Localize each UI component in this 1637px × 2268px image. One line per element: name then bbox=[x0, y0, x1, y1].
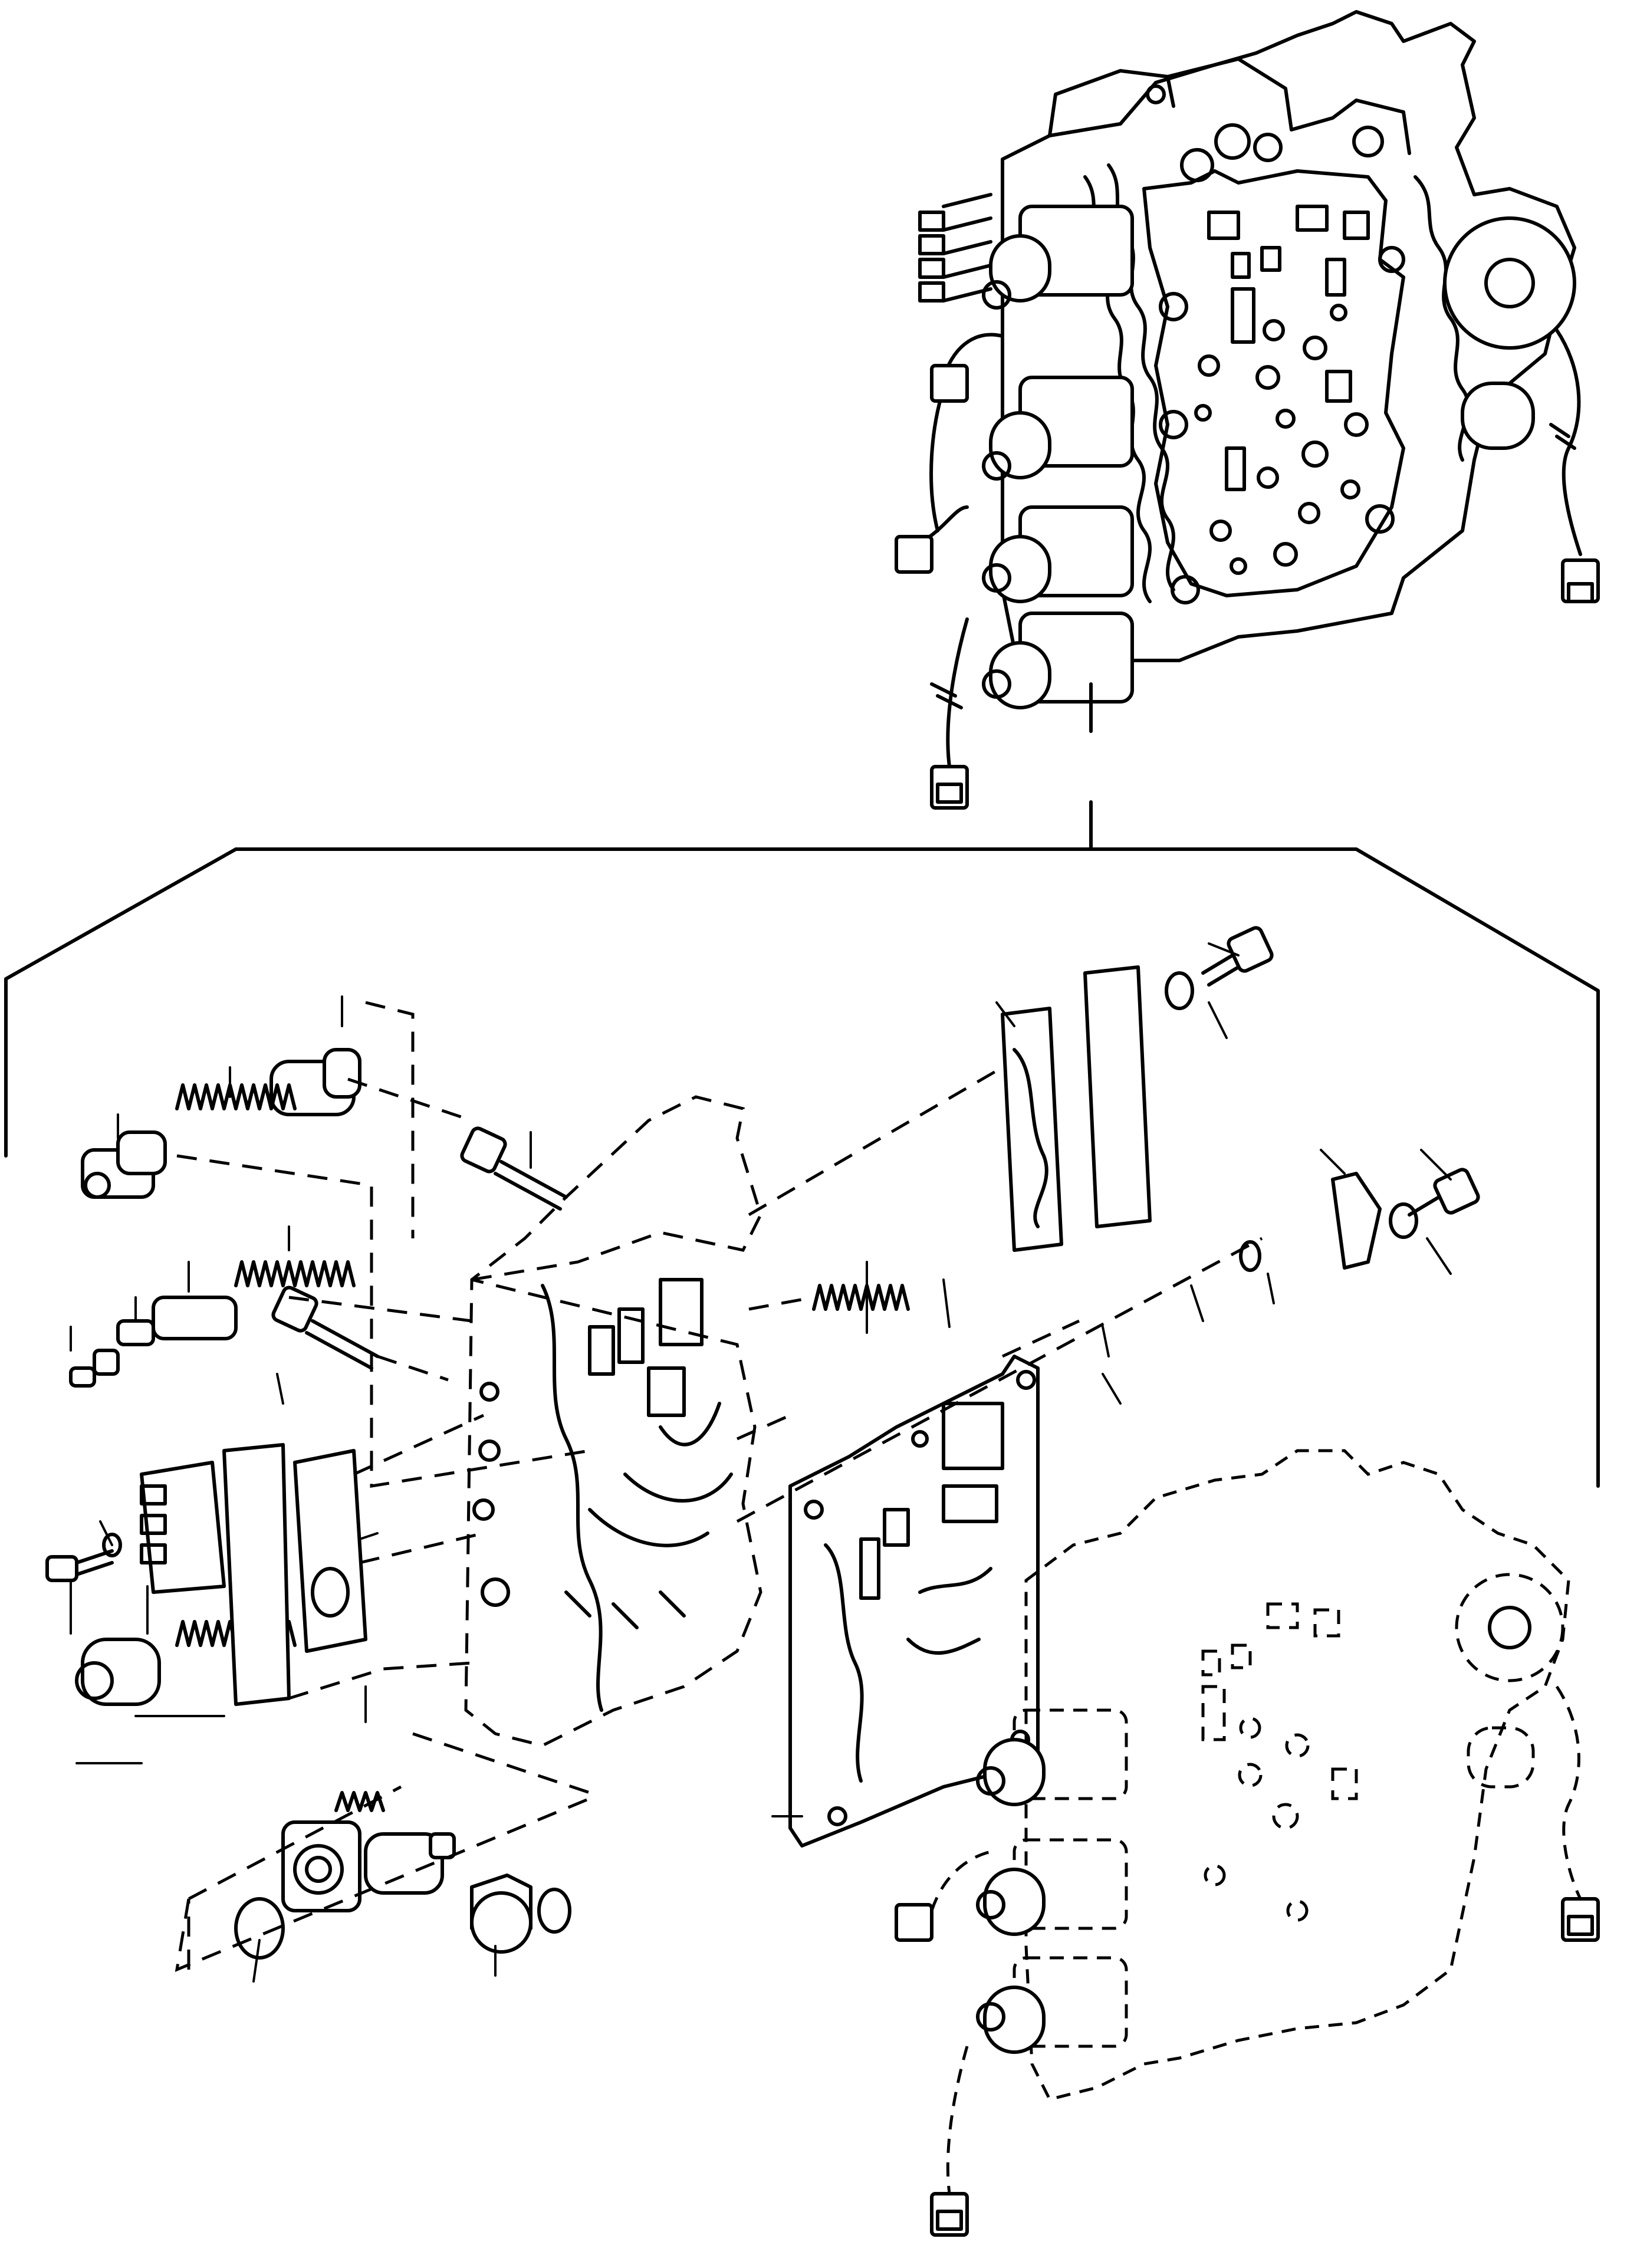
wiring-connectors bbox=[895, 193, 1004, 810]
cover-plates bbox=[222, 965, 1152, 1706]
solenoid-valves bbox=[982, 205, 1134, 709]
washers bbox=[102, 971, 1418, 1557]
o-rings bbox=[234, 1888, 571, 1960]
lower-valve-body bbox=[895, 1449, 1600, 2237]
bolts bbox=[45, 926, 1480, 1582]
clamp-bracket bbox=[140, 1172, 1382, 1594]
accumulator-piston bbox=[281, 1791, 456, 1912]
upper-valve-body bbox=[464, 1095, 762, 1747]
gaskets bbox=[293, 1007, 1063, 1653]
plug bbox=[470, 1873, 532, 1954]
spool-valves bbox=[69, 1048, 361, 1706]
valve-body-assembly bbox=[895, 10, 1600, 810]
